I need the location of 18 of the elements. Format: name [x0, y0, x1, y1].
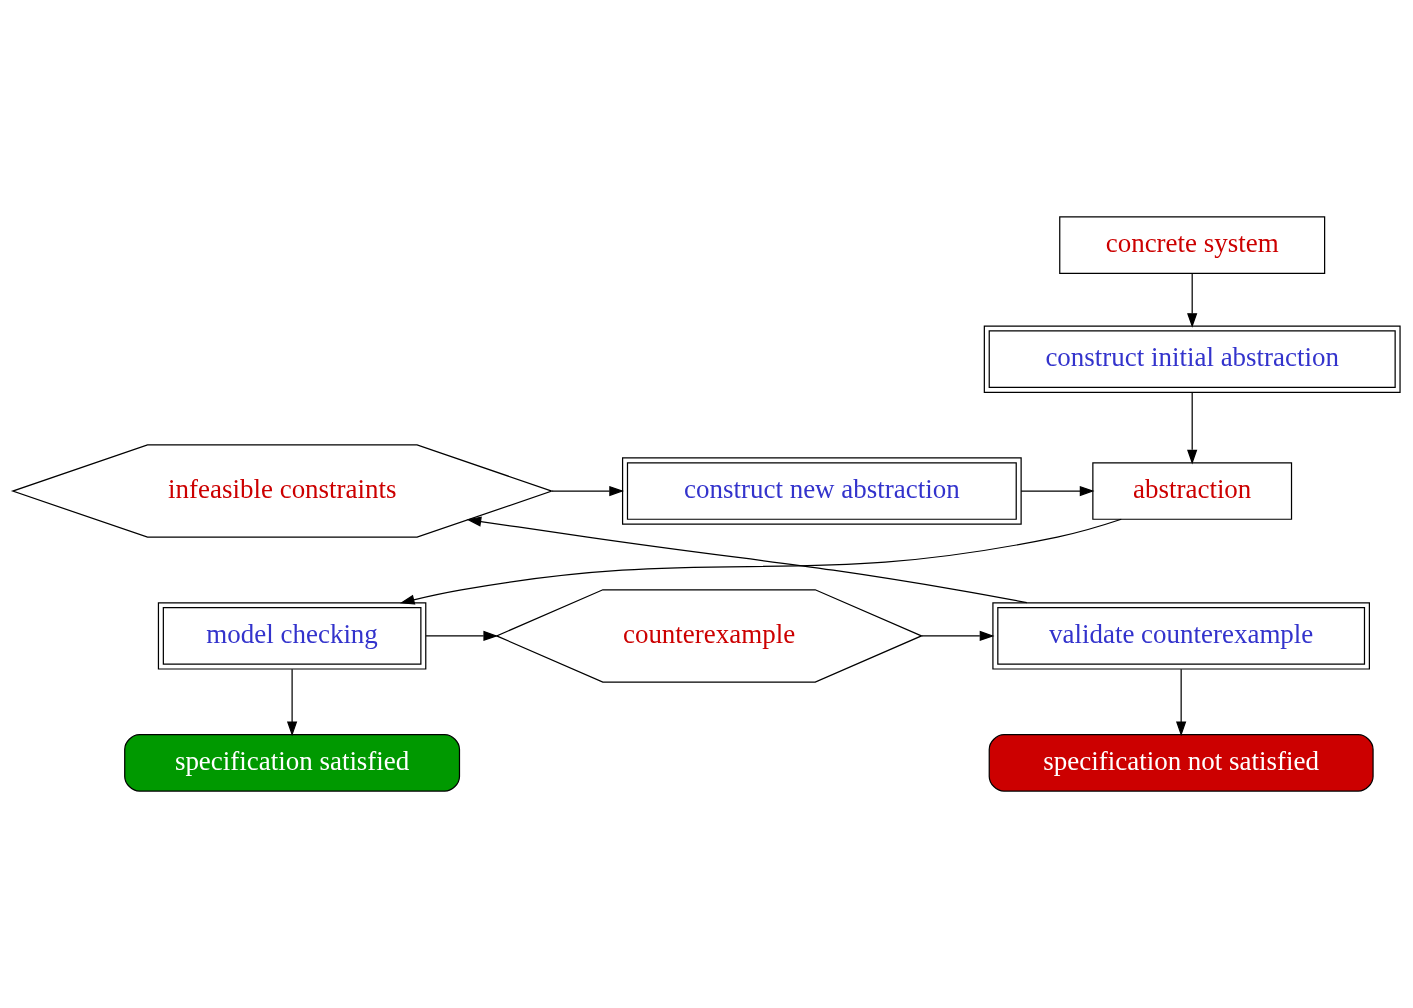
node-box: specification not satisfied	[988, 734, 1374, 792]
node-box: construct initial abstraction	[983, 325, 1401, 393]
arrow	[551, 485, 625, 497]
arrow	[399, 518, 1122, 605]
node-box: construct new abstraction	[621, 457, 1022, 525]
node-box: validate counterexample	[992, 602, 1370, 670]
arrow	[1187, 272, 1198, 328]
arrow	[466, 516, 1028, 604]
arrow	[286, 668, 298, 737]
node-box: abstraction	[1092, 462, 1293, 520]
arrow	[1020, 485, 1095, 497]
node-box: model checking	[157, 602, 427, 670]
node-box: concrete system	[1059, 216, 1326, 274]
arrow	[920, 630, 995, 642]
arrow	[1187, 391, 1198, 465]
arrow	[1176, 668, 1187, 737]
arrow	[425, 630, 499, 642]
node-box: specification satisfied	[124, 734, 461, 792]
